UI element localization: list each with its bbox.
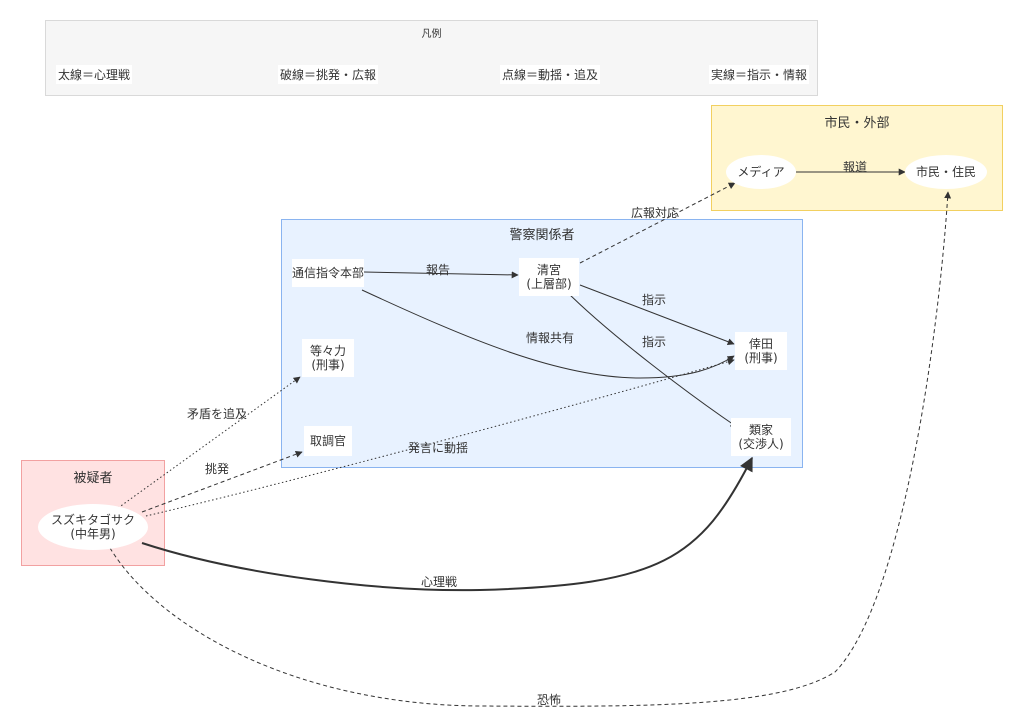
- node-media[interactable]: メディア: [726, 155, 796, 189]
- node-ruike-name: 類家: [748, 423, 773, 437]
- edge-label-shinrisen: 心理戦: [421, 575, 458, 589]
- legend-item-solid: 実線＝指示・情報: [709, 65, 810, 84]
- node-todoroki[interactable]: 等々力 (刑事): [302, 339, 354, 377]
- edge-label-shiji-2: 指示: [642, 335, 667, 349]
- edge-label-houkoku: 報告: [426, 263, 451, 277]
- edge-label-houdou: 報道: [843, 160, 868, 174]
- node-todoroki-name: 等々力: [309, 344, 346, 358]
- edge-houkoku: [363, 271, 519, 279]
- edge-chouhatsu: [141, 450, 303, 513]
- legend-item-dotted: 点線＝動揺・追及: [500, 65, 601, 84]
- group-suspect-title: 被疑者: [73, 471, 113, 486]
- node-kiyomiya[interactable]: 清宮 (上層部): [519, 258, 579, 296]
- node-tsushin-label: 通信指令本部: [292, 266, 365, 280]
- edge-label-kyoufu: 恐怖: [537, 693, 562, 707]
- node-isezaki-role: (刑事): [744, 351, 778, 365]
- node-torishirabe[interactable]: 取調官: [304, 426, 352, 456]
- edge-label-shiji-1: 指示: [642, 293, 667, 307]
- node-tsushin[interactable]: 通信指令本部: [292, 259, 364, 287]
- node-kiyomiya-role: (上層部): [526, 277, 572, 291]
- edge-shiji-ruike: [564, 289, 738, 428]
- group-police-title: 警察関係者: [509, 228, 575, 243]
- node-suzuki-name: スズキタゴサク: [50, 513, 135, 527]
- legend-item-dashed: 破線＝挑発・広報: [278, 65, 379, 84]
- edge-jouhou: [361, 289, 735, 379]
- legend-box: 凡例 太線＝心理戦 破線＝挑発・広報 点線＝動揺・追及 実線＝指示・情報: [45, 20, 818, 96]
- edge-dousin: [145, 358, 735, 517]
- edge-label-mujun: 矛盾を追及: [187, 407, 248, 421]
- node-ruike[interactable]: 類家 (交渉人): [731, 418, 791, 456]
- node-suzuki[interactable]: スズキタゴサク (中年男): [38, 504, 148, 550]
- legend-title: 凡例: [421, 29, 442, 40]
- group-police: 警察関係者: [281, 219, 803, 468]
- edge-label-dousin: 発言に動揺: [408, 441, 469, 455]
- node-media-label: メディア: [737, 165, 785, 179]
- legend-item-thick: 太線＝心理戦: [56, 65, 133, 84]
- group-public-title: 市民・外部: [824, 116, 890, 131]
- edge-label-jouhou: 情報共有: [526, 331, 575, 345]
- edge-label-kouhou: 広報対応: [631, 206, 680, 220]
- node-torishirabe-label: 取調官: [309, 434, 346, 448]
- node-kiyomiya-name: 清宮: [536, 263, 561, 277]
- edge-mujun: [117, 376, 301, 509]
- node-todoroki-role: (刑事): [311, 358, 345, 372]
- node-shimin[interactable]: 市民・住民: [905, 155, 987, 189]
- node-shimin-label: 市民・住民: [915, 165, 976, 179]
- edge-shinrisen: [141, 456, 753, 592]
- node-suzuki-role: (中年男): [70, 527, 116, 541]
- edge-kouhou: [579, 182, 736, 264]
- node-isezaki-name: 倖田: [748, 337, 773, 351]
- edge-label-chouhatsu: 挑発: [205, 462, 230, 476]
- edge-shiji-isezaki: [579, 284, 735, 346]
- node-isezaki[interactable]: 倖田 (刑事): [735, 332, 787, 370]
- node-ruike-role: (交渉人): [738, 437, 784, 451]
